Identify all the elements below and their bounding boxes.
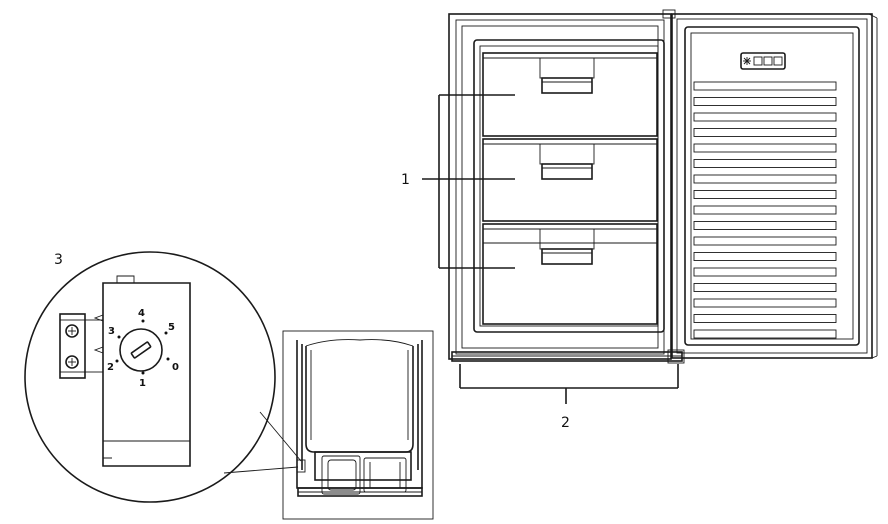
door-rib <box>693 298 837 308</box>
door-ribs <box>693 81 837 339</box>
freezer-door <box>671 13 878 359</box>
door-rib <box>693 81 837 91</box>
thermostat-housing <box>59 275 191 467</box>
door-rib <box>693 329 837 339</box>
door-rib <box>693 283 837 292</box>
callout-drawers: 1 <box>401 94 515 269</box>
drawer-middle <box>482 138 658 222</box>
rating-plate-icon <box>740 52 786 70</box>
dial-mark-5: 5 <box>168 322 175 333</box>
location-inset <box>282 330 434 520</box>
door-rib <box>693 314 837 323</box>
door-rib <box>693 159 837 168</box>
callout-label-drawers: 1 <box>401 172 410 188</box>
door-rib <box>693 97 837 106</box>
callout-label-base: 2 <box>561 415 570 431</box>
door-rib <box>693 190 837 199</box>
freezer-cabinet <box>448 13 672 360</box>
door-rib <box>693 128 837 137</box>
screw-bottom-icon <box>65 355 79 369</box>
dial-mark-2: 2 <box>107 362 114 373</box>
screw-top-icon <box>65 324 79 338</box>
thermostat-dial: 0 1 2 3 4 5 <box>107 308 179 389</box>
dial-marks <box>115 319 170 375</box>
dial-mark-3: 3 <box>108 326 115 337</box>
door-rib <box>693 112 837 122</box>
door-rib <box>693 236 837 246</box>
door-rib <box>693 252 837 261</box>
door-rib <box>693 221 837 230</box>
dial-mark-1: 1 <box>139 378 146 389</box>
drawer-bottom <box>482 223 658 325</box>
door-rib <box>693 267 837 277</box>
door-rib <box>693 205 837 215</box>
dial-mark-0: 0 <box>172 362 179 373</box>
cabinet-base <box>451 9 685 364</box>
dial-mark-4: 4 <box>138 308 145 319</box>
callout-base: 2 <box>459 364 679 431</box>
callout-label-thermostat: 3 <box>54 252 63 268</box>
callout-thermostat: 3 <box>24 251 302 503</box>
door-rib <box>693 174 837 184</box>
door-rib <box>693 143 837 153</box>
